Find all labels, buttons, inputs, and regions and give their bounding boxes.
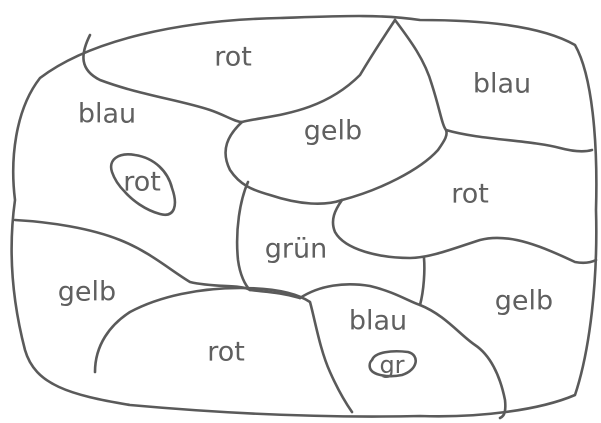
label-left-upper: blau xyxy=(78,99,136,130)
boundary-center-right xyxy=(418,256,426,307)
boundary-top-center xyxy=(82,18,397,124)
label-top-right: blau xyxy=(473,69,531,100)
enclave-left-shape xyxy=(109,153,177,217)
boundary-bottom-center xyxy=(93,286,354,414)
boundary-center-left xyxy=(235,180,252,292)
outer-boundary xyxy=(10,14,598,418)
boundary-center-lower-right xyxy=(298,283,507,420)
label-right-lower: gelb xyxy=(495,286,553,317)
label-center: grün xyxy=(265,234,327,265)
label-top-center: rot xyxy=(214,42,252,73)
boundary-right-middle xyxy=(331,198,598,265)
label-left-lower: gelb xyxy=(58,277,116,308)
label-right-middle: rot xyxy=(451,179,489,210)
boundary-center-upper xyxy=(224,120,448,205)
label-enclave-small: gr xyxy=(379,351,404,379)
boundary-left xyxy=(13,218,302,300)
label-center-lower-right: blau xyxy=(349,306,407,337)
label-bottom-center: rot xyxy=(207,337,245,368)
label-enclave-left: rot xyxy=(123,167,161,198)
label-center-upper: gelb xyxy=(304,116,362,147)
enclave-small-shape xyxy=(368,349,417,378)
